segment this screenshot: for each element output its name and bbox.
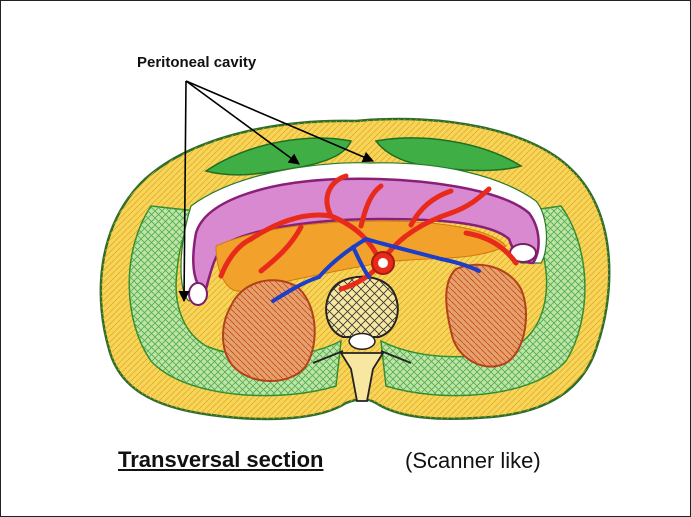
spinal-canal xyxy=(349,334,375,350)
section-subtitle: (Scanner like) xyxy=(405,448,541,474)
section-title: Transversal section xyxy=(118,447,323,473)
peritoneal-cavity-label: Peritoneal cavity xyxy=(137,54,256,71)
